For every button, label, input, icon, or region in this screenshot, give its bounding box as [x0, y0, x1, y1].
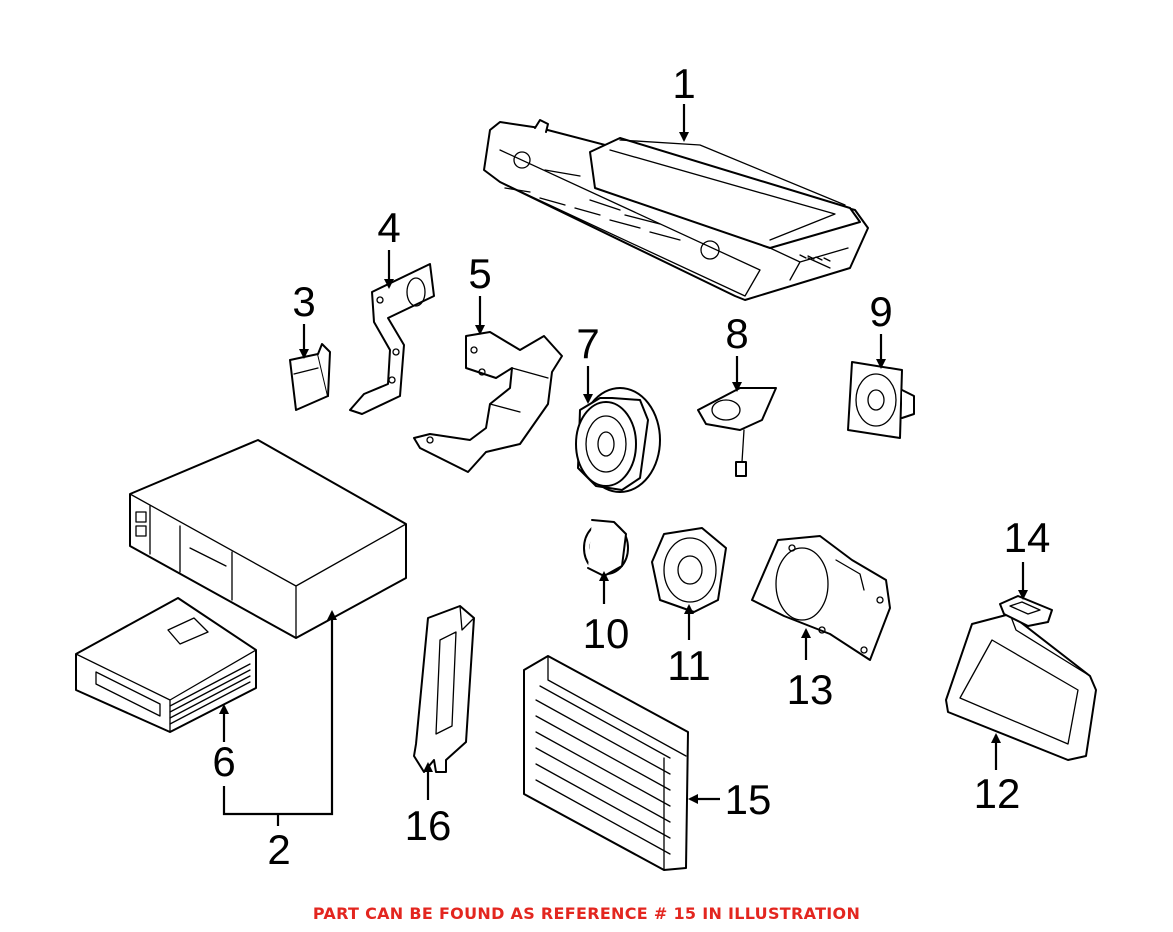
- part-1-radio-head-unit: [483, 119, 869, 301]
- callout-8: 8: [725, 310, 748, 357]
- part-7-speaker: [575, 387, 661, 493]
- callout-1: 1: [672, 60, 695, 107]
- part-15-amplifier: [523, 655, 689, 871]
- part-8-tweeter: [697, 387, 777, 477]
- part-12-tray: [945, 613, 1097, 761]
- part-6-media-module: [75, 597, 257, 733]
- part-10-speaker: [583, 519, 629, 577]
- leader-lines: [219, 104, 1028, 826]
- part-2-module-box: [129, 439, 407, 639]
- callout-15: 15: [725, 776, 772, 823]
- callout-6: 6: [212, 738, 235, 785]
- part-4-bracket: [349, 263, 435, 415]
- callout-7: 7: [576, 320, 599, 367]
- callout-16: 16: [405, 802, 452, 849]
- callout-12: 12: [974, 770, 1021, 817]
- callout-labels: 1 2 3 4 5 6 7 8 9 10 11 12 13 14 15 16: [212, 60, 1050, 873]
- part-11-speaker: [651, 527, 727, 613]
- callout-4: 4: [377, 204, 400, 251]
- part-13-speaker-enclosure: [751, 535, 891, 661]
- part-16-bracket: [413, 605, 475, 773]
- callout-14: 14: [1004, 514, 1051, 561]
- callout-11: 11: [667, 642, 711, 689]
- callout-2: 2: [267, 826, 290, 873]
- part-3-bracket-plate: [289, 343, 331, 411]
- callout-5: 5: [468, 250, 491, 297]
- reference-caption: PART CAN BE FOUND AS REFERENCE # 15 IN I…: [312, 904, 861, 923]
- part-5-mounting-bracket: [413, 331, 563, 473]
- callout-9: 9: [869, 288, 892, 335]
- callout-13: 13: [787, 666, 834, 713]
- callout-3: 3: [292, 278, 315, 325]
- part-9-speaker: [847, 361, 915, 439]
- callout-10: 10: [583, 610, 630, 657]
